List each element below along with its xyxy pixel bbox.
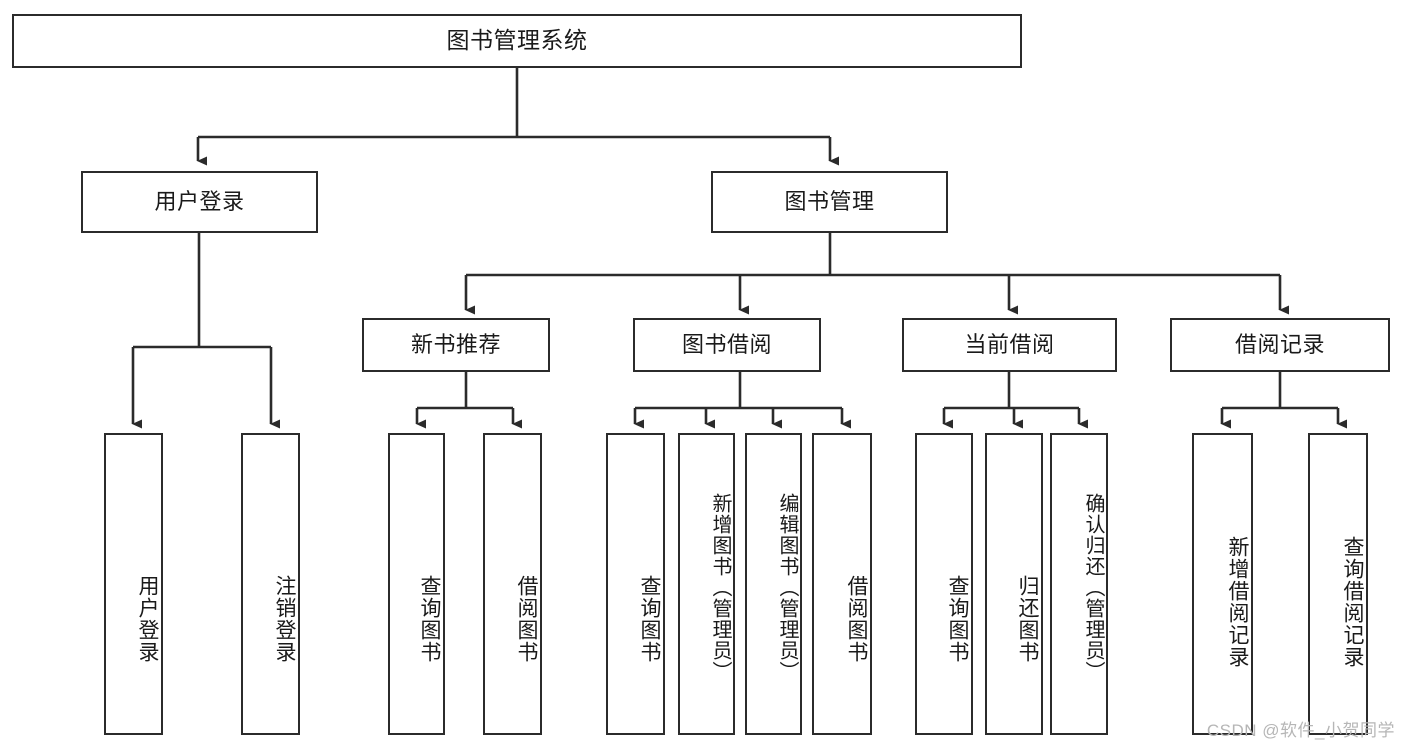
node-label: 注销登录 xyxy=(273,575,296,663)
node-label: 借阅记录 xyxy=(1234,331,1325,357)
leaf-query-book-2[interactable]: 查询图书 xyxy=(606,433,665,735)
leaf-user-login[interactable]: 用户登录 xyxy=(104,433,163,735)
node-borrow-record[interactable]: 借阅记录 xyxy=(1170,318,1390,372)
node-label: 当前借阅 xyxy=(964,331,1055,357)
leaf-edit-book[interactable]: 编辑图书（管理员） xyxy=(745,433,802,735)
node-book-management[interactable]: 图书管理 xyxy=(711,171,948,233)
node-label: 用户登录 xyxy=(154,188,245,214)
node-label: 图书管理系统 xyxy=(446,27,588,54)
node-label: 借阅图书 xyxy=(515,575,538,663)
node-label: 图书借阅 xyxy=(681,331,772,357)
leaf-add-book[interactable]: 新增图书（管理员） xyxy=(678,433,735,735)
node-new-book-recommend[interactable]: 新书推荐 xyxy=(362,318,550,372)
leaf-borrow-book-1[interactable]: 借阅图书 xyxy=(483,433,542,735)
leaf-borrow-book-2[interactable]: 借阅图书 xyxy=(812,433,872,735)
leaf-logout-login[interactable]: 注销登录 xyxy=(241,433,300,735)
node-label: 新增图书（管理员） xyxy=(709,492,731,682)
node-label: 查询图书 xyxy=(638,575,661,663)
leaf-query-borrow-record[interactable]: 查询借阅记录 xyxy=(1308,433,1368,735)
node-user-login[interactable]: 用户登录 xyxy=(81,171,318,233)
leaf-add-borrow-record[interactable]: 新增借阅记录 xyxy=(1192,433,1253,735)
leaf-return-book[interactable]: 归还图书 xyxy=(985,433,1043,735)
node-label: 图书管理 xyxy=(784,188,875,214)
node-label: 编辑图书（管理员） xyxy=(776,492,798,682)
leaf-query-book-3[interactable]: 查询图书 xyxy=(915,433,973,735)
node-book-borrow[interactable]: 图书借阅 xyxy=(633,318,821,372)
node-label: 借阅图书 xyxy=(845,575,868,663)
node-label: 归还图书 xyxy=(1016,575,1039,663)
node-label: 查询图书 xyxy=(946,575,969,663)
node-current-borrow[interactable]: 当前借阅 xyxy=(902,318,1117,372)
node-label: 新增借阅记录 xyxy=(1226,535,1249,668)
node-label: 新书推荐 xyxy=(410,331,501,357)
node-label: 查询借阅记录 xyxy=(1341,535,1364,668)
node-label: 查询图书 xyxy=(418,575,441,663)
node-root-system[interactable]: 图书管理系统 xyxy=(12,14,1022,68)
csdn-watermark: CSDN @软件_小贺同学 xyxy=(1206,721,1395,740)
node-label: 确认归还（管理员） xyxy=(1082,492,1104,682)
leaf-query-book-1[interactable]: 查询图书 xyxy=(388,433,445,735)
node-label: 用户登录 xyxy=(136,575,159,663)
leaf-confirm-return[interactable]: 确认归还（管理员） xyxy=(1050,433,1108,735)
